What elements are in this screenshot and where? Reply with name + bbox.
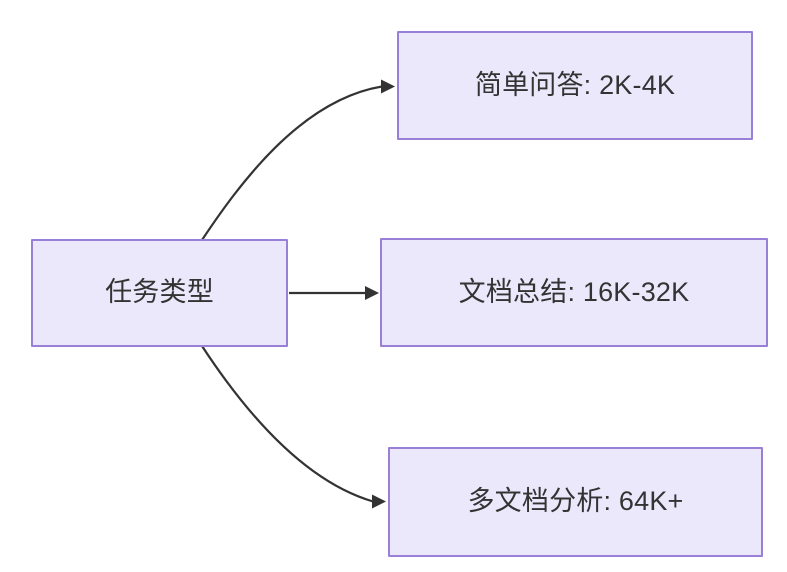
- node-task-type-label: 任务类型: [105, 277, 214, 308]
- node-task-type[interactable]: 任务类型: [31, 239, 288, 347]
- edge-source-to-multidoc-path: [201, 345, 374, 503]
- arrow-head-icon: [381, 79, 395, 94]
- node-simple-qa[interactable]: 简单问答: 2K-4K: [397, 31, 753, 140]
- edge-source-to-simple-path: [201, 85, 383, 241]
- edge-source-to-simple: [201, 79, 395, 241]
- arrow-head-icon: [365, 286, 379, 300]
- edge-source-to-doc: [289, 286, 379, 300]
- node-multi-document-analysis[interactable]: 多文档分析: 64K+: [388, 447, 763, 557]
- node-document-summary[interactable]: 文档总结: 16K-32K: [380, 238, 768, 347]
- edge-source-to-multidoc: [201, 345, 386, 509]
- node-simple-qa-label: 简单问答: 2K-4K: [474, 69, 676, 100]
- node-multi-document-analysis-label: 多文档分析: 64K+: [467, 486, 684, 517]
- node-document-summary-label: 文档总结: 16K-32K: [458, 276, 690, 307]
- arrow-head-icon: [372, 494, 386, 509]
